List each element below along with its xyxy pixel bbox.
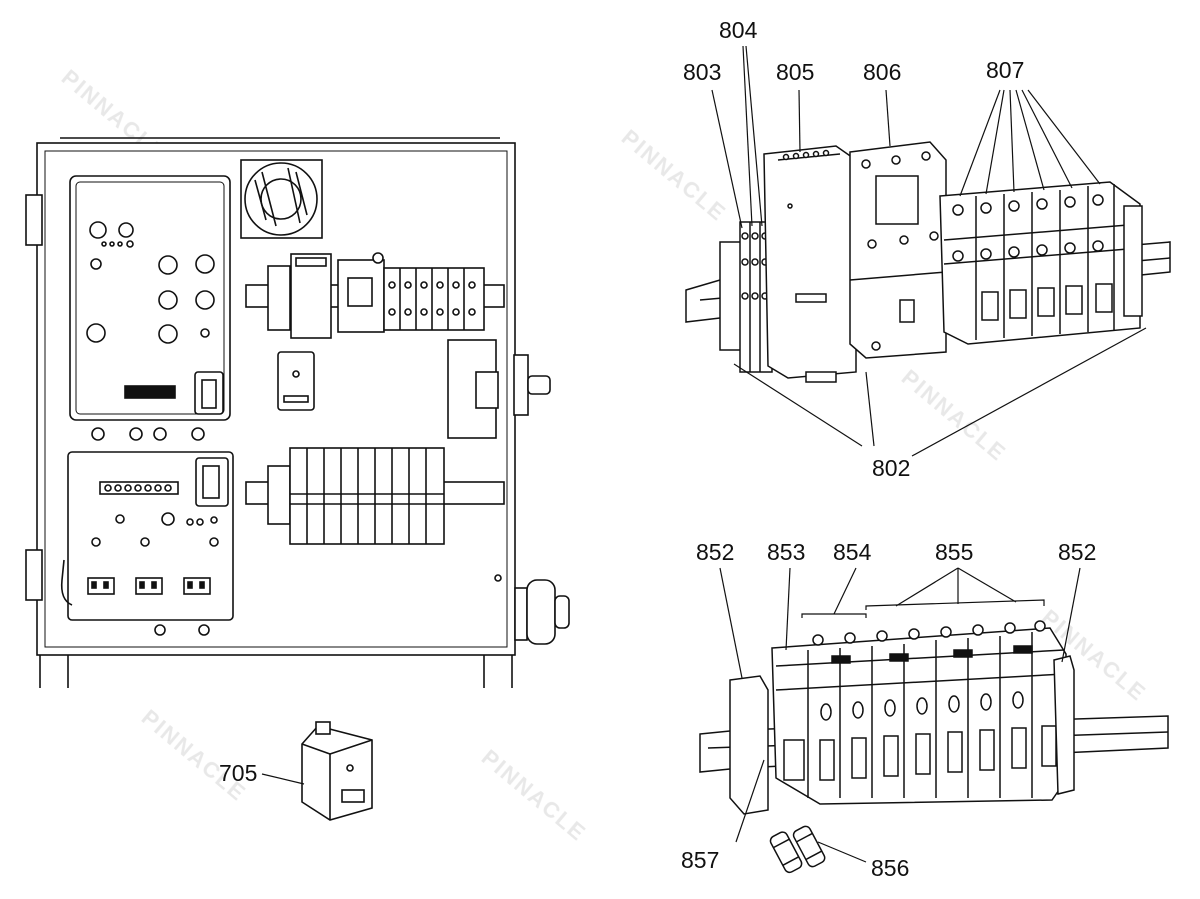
- callout-804: 804: [719, 17, 758, 43]
- callout-857: 857: [681, 847, 719, 873]
- callout-852-right: 852: [1058, 539, 1096, 565]
- watermark: PINNACLE: [137, 705, 251, 807]
- callout-852-left: 852: [696, 539, 734, 565]
- callout-805: 805: [776, 59, 814, 85]
- callout-854: 854: [833, 539, 872, 565]
- callout-853: 853: [767, 539, 805, 565]
- callout-856: 856: [871, 855, 909, 881]
- callout-807: 807: [986, 57, 1024, 83]
- din-rail-assembly: [685, 141, 1171, 383]
- callout-802: 802: [872, 455, 910, 481]
- transformer-705: [301, 721, 373, 821]
- watermark: PINNACLE: [897, 365, 1011, 467]
- bottom-right-leaders: [719, 567, 1081, 863]
- upper-terminal-block: [383, 267, 485, 331]
- top-right-leaders: [711, 45, 1147, 457]
- callout-803: 803: [683, 59, 721, 85]
- callout-855: 855: [935, 539, 973, 565]
- control-panel-enclosure: [25, 137, 570, 688]
- leader-line: [261, 773, 305, 785]
- watermark: PINNACLE: [477, 745, 591, 847]
- callout-806: 806: [863, 59, 901, 85]
- lower-fuse-terminals: [289, 447, 445, 545]
- watermark: PINNACLE: [617, 125, 731, 227]
- fuse-terminal-assembly: [699, 620, 1169, 874]
- callout-705: 705: [219, 760, 257, 786]
